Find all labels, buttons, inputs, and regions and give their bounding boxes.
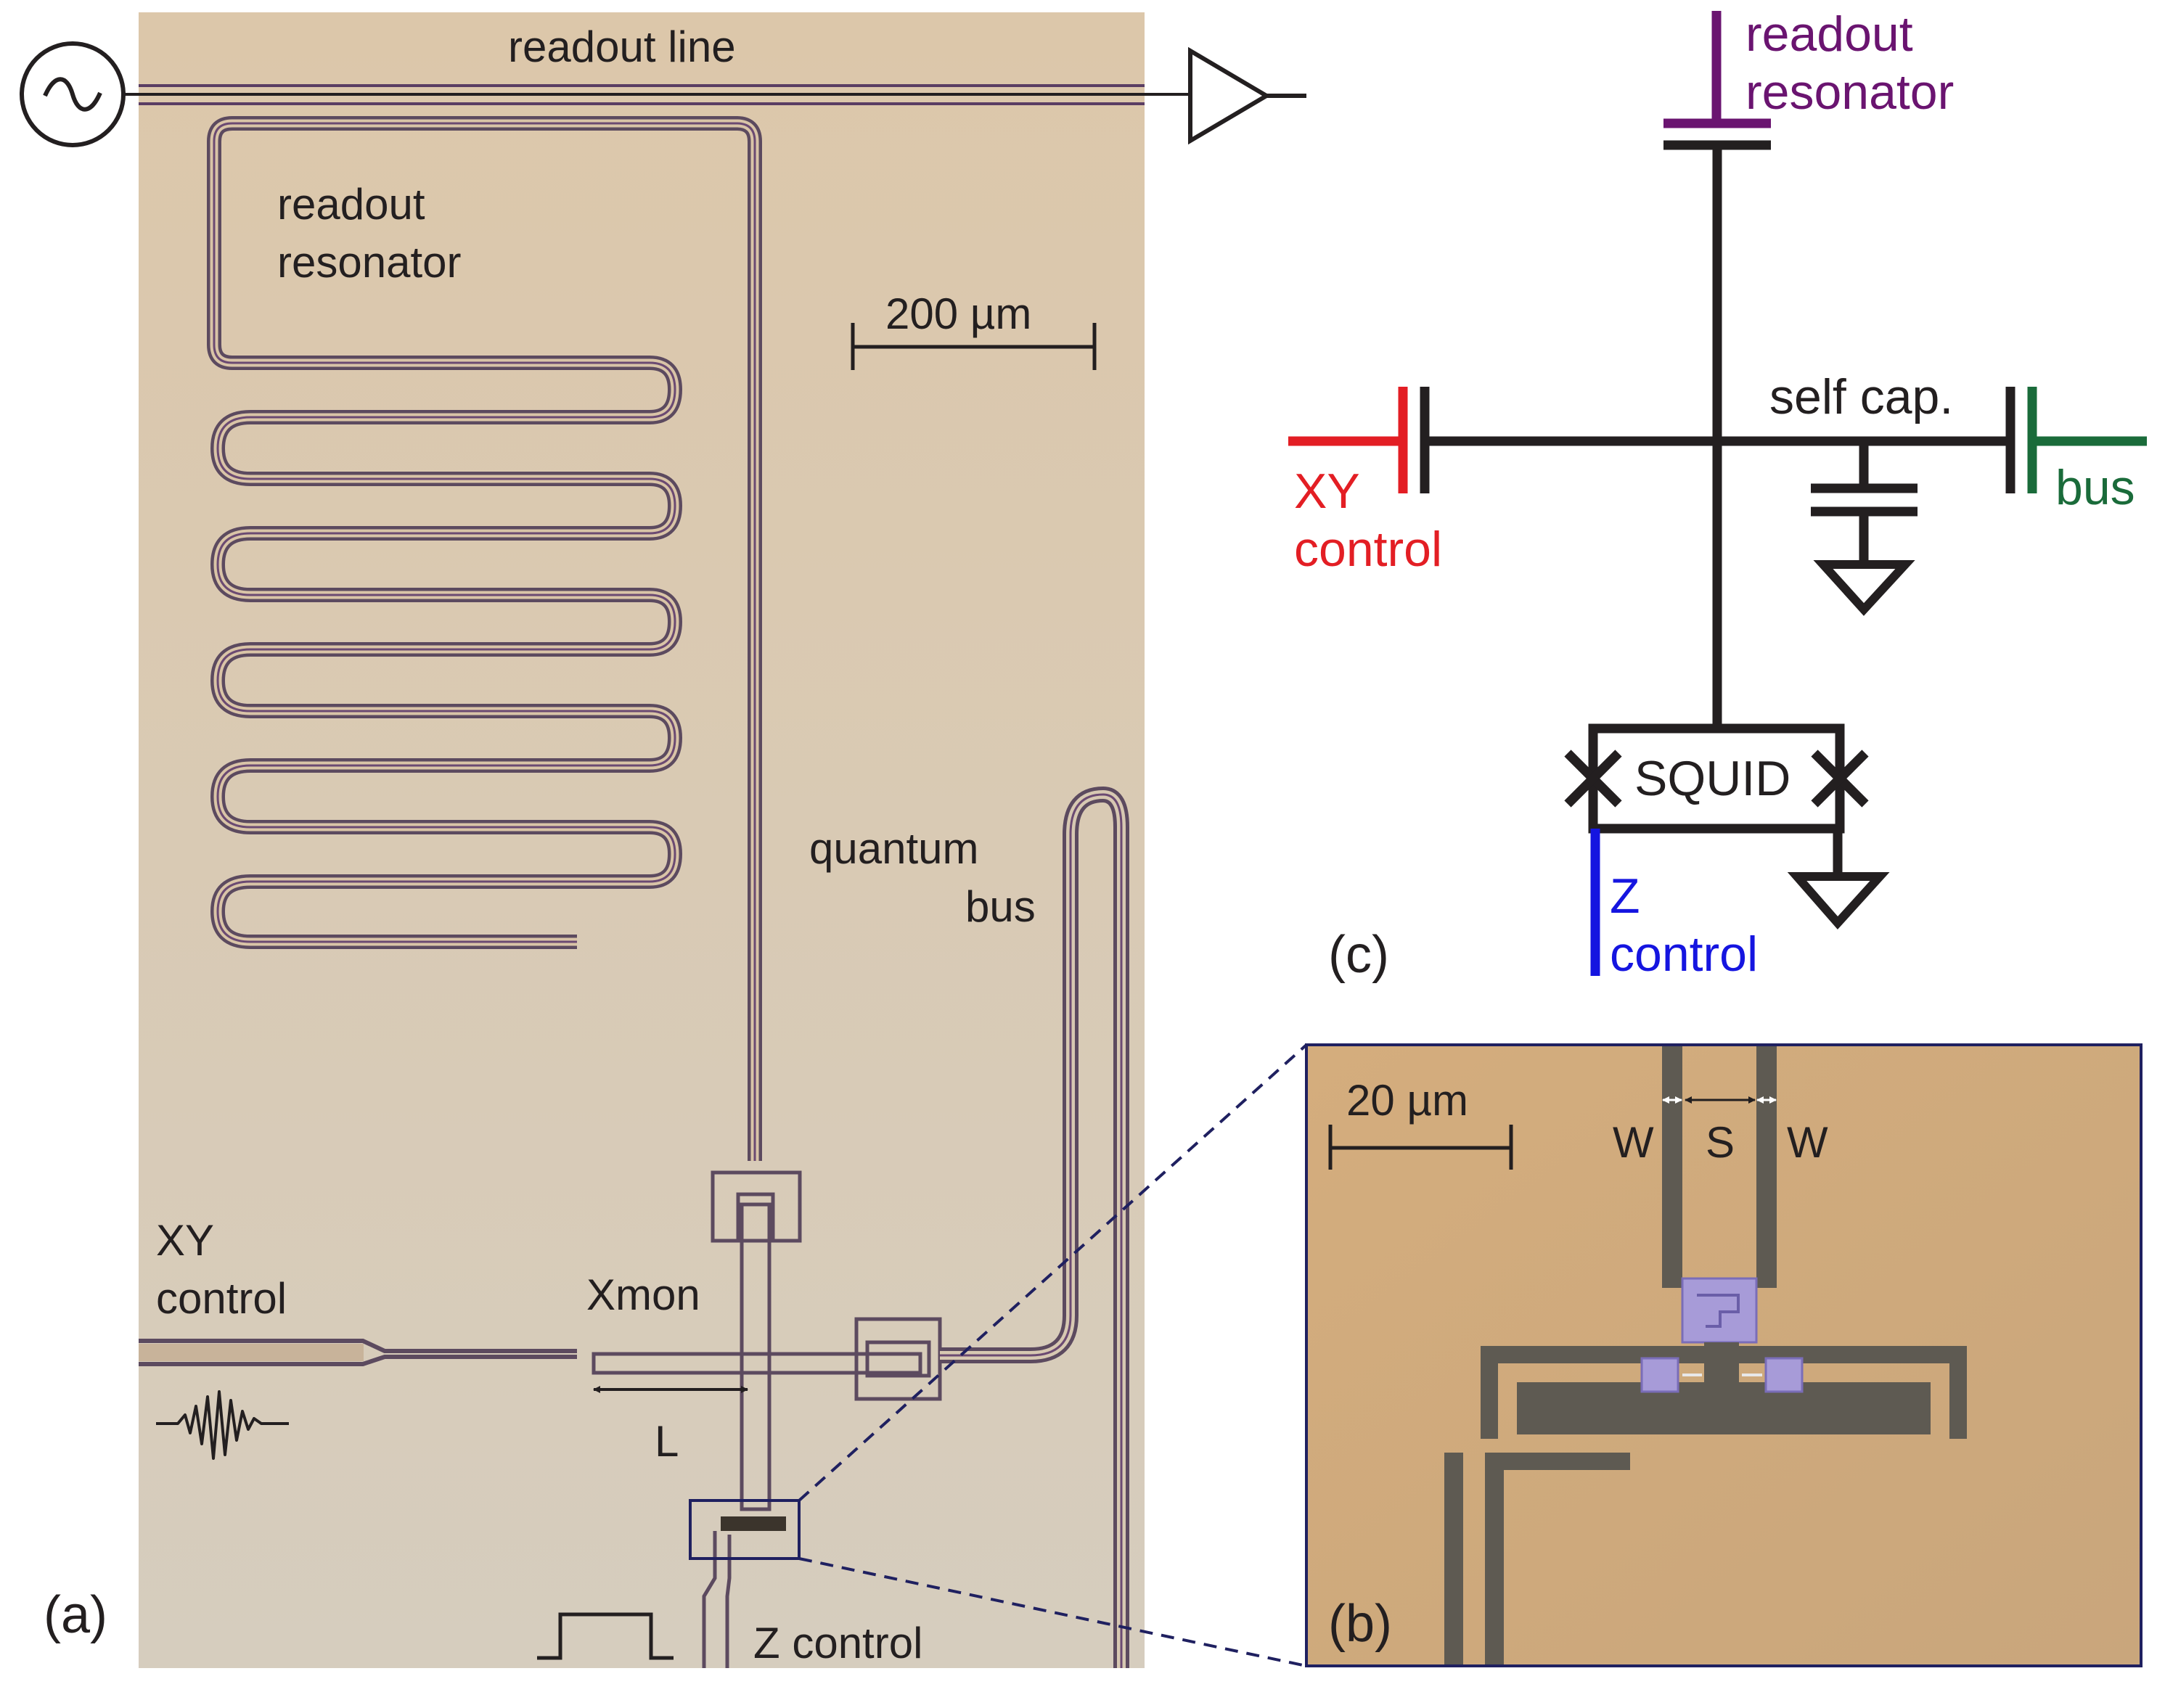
josephson-junction-left-icon xyxy=(1564,750,1622,808)
scale-bar-b-label: 20 µm xyxy=(1346,1076,1468,1125)
z-control-feature-b xyxy=(1444,1453,1630,1666)
squid-ground-icon xyxy=(1787,872,1890,930)
spacing-label: S xyxy=(1706,1118,1735,1167)
xy-control-label-1: XY xyxy=(156,1216,214,1265)
xy-control-label-c-2: control xyxy=(1294,522,1442,577)
readout-coupling-claw xyxy=(711,1170,802,1243)
z-control-line xyxy=(702,1516,786,1668)
squid-label: SQUID xyxy=(1634,751,1790,806)
xy-control-label-2: control xyxy=(156,1274,287,1323)
quantum-bus-label-2: bus xyxy=(965,882,1036,931)
xy-control-line xyxy=(139,1339,577,1366)
scale-bar-b xyxy=(1328,1125,1513,1170)
readout-resonator-label-1: readout xyxy=(277,180,425,229)
panel-c-label: (c) xyxy=(1328,926,1389,984)
quantum-bus-label-1: quantum xyxy=(809,824,979,873)
panel-b-frame xyxy=(1305,1043,2143,1667)
panel-b-label: (b) xyxy=(1328,1595,1392,1653)
zoom-box xyxy=(689,1499,801,1560)
zoom-lines xyxy=(798,1043,1308,1667)
readout-resonator-label-c-2: resonator xyxy=(1745,65,1954,120)
panel-c: readout resonator self cap. XY control b… xyxy=(1288,7,2147,984)
microwave-source-icon xyxy=(20,41,126,147)
amplifier-icon xyxy=(1188,46,1306,145)
ground-icon xyxy=(1813,560,1915,616)
z-control-label-a: Z control xyxy=(753,1619,922,1667)
readout-feedline xyxy=(123,84,1198,105)
panel-b: 20 µm W S W (b) xyxy=(1305,1043,2143,1667)
pulse-envelope-icon xyxy=(156,1390,289,1460)
scale-bar-a xyxy=(851,323,1097,370)
josephson-junction-right-icon xyxy=(1811,750,1869,808)
self-cap-label: self cap. xyxy=(1769,369,1953,424)
scale-bar-a-label: 200 µm xyxy=(885,290,1031,338)
bus-label: bus xyxy=(2055,460,2135,515)
panel-a-label: (a) xyxy=(44,1586,107,1644)
readout-line-label: readout line xyxy=(508,22,736,71)
xmon-label: Xmon xyxy=(586,1270,700,1319)
length-label: L xyxy=(655,1417,679,1466)
z-control-label-c-1: Z xyxy=(1610,869,1640,924)
pad-feature xyxy=(1697,1294,1740,1328)
panel-a: readout line readout resonator 200 µm qu… xyxy=(20,12,1308,1668)
width-label-left: W xyxy=(1613,1118,1654,1167)
quantum-bus-line xyxy=(940,787,1129,1668)
xy-control-label-c-1: XY xyxy=(1294,464,1360,519)
readout-resonator-meander xyxy=(207,116,762,1161)
ground-gap-frame xyxy=(1481,1346,1967,1439)
cpw-gaps xyxy=(1662,1046,1777,1288)
josephson-junction-icon xyxy=(1640,1342,1804,1393)
capacitor-icon xyxy=(1811,441,1918,564)
readout-resonator-label-c-1: readout xyxy=(1745,7,1913,62)
readout-resonator-label-2: resonator xyxy=(277,238,461,287)
square-pulse-icon xyxy=(537,1612,674,1660)
z-control-label-c-2: control xyxy=(1610,927,1758,982)
width-label-right: W xyxy=(1787,1118,1828,1167)
xmon-cross xyxy=(592,1202,922,1511)
